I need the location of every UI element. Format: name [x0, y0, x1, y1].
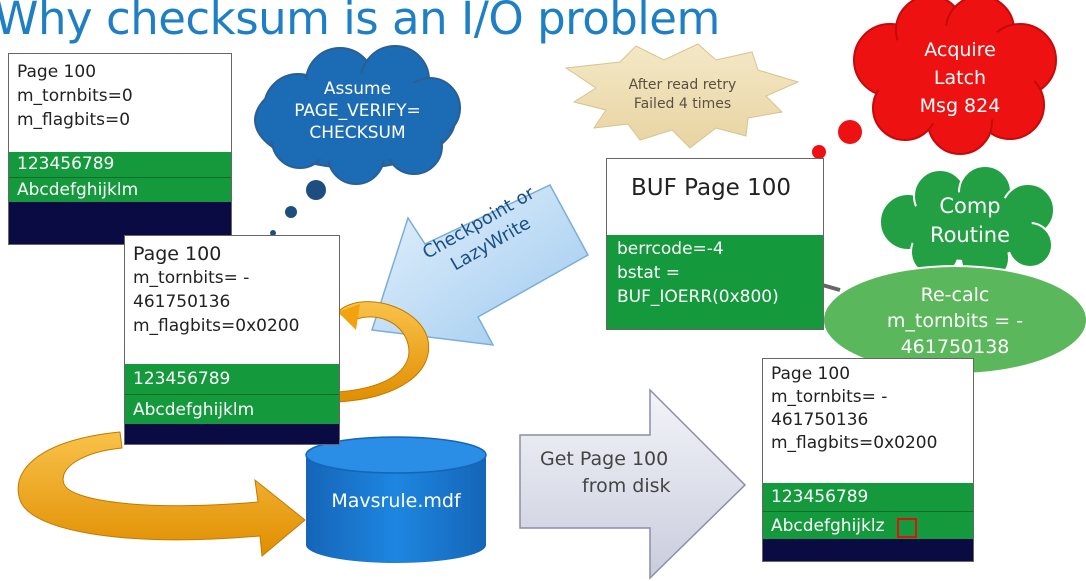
latch-cloud: Acquire Latch Msg 824 — [890, 36, 1030, 120]
buf-page-status: berrcode=-4 bstat = BUF_IOERR(0x800) — [607, 235, 823, 329]
buf-bstat: bstat = — [617, 263, 681, 283]
retry-starburst: After read retry Failed 4 times — [600, 76, 765, 114]
retry-starburst-shape — [564, 43, 800, 149]
database-label: Mavsrule.mdf — [331, 490, 461, 512]
thought-bubble-dot — [270, 230, 276, 236]
page-flagbits: m_flagbits=0x0200 — [771, 433, 938, 453]
recalc-line2: m_tornbits = - — [886, 310, 1024, 332]
thought-bubble-dot — [306, 180, 326, 200]
comp-line2: Routine — [929, 223, 1011, 247]
assume-line3: CHECKSUM — [309, 123, 406, 143]
slide-title: Why checksum is an I/O problem — [0, 0, 720, 45]
buf-page-title: BUF Page 100 — [631, 175, 792, 201]
page-row-numbers: 123456789 — [763, 483, 973, 511]
page-flagbits: m_flagbits=0x0200 — [133, 316, 300, 336]
checkpoint-arrow-shape — [371, 184, 590, 346]
page-box-read: Page 100 m_tornbits= - 461750136 m_flagb… — [762, 358, 974, 562]
recalc-ellipse: Re-calc m_tornbits = - 461750138 — [850, 282, 1060, 360]
retry-line1: After read retry — [628, 77, 737, 93]
corrupted-byte-highlight — [897, 518, 917, 538]
page-row-letters-text: Abcdefghijklz — [771, 516, 885, 536]
gold-curved-arrow-bottom — [17, 431, 306, 557]
page-row-letters: Abcdefghijklz — [763, 511, 973, 539]
page-box-written: Page 100 m_tornbits= - 461750136 m_flagb… — [124, 235, 340, 445]
buf-bstat-value: BUF_IOERR(0x800) — [617, 287, 779, 307]
page-tornbits-value: 461750136 — [771, 410, 869, 430]
page-tornbits: m_tornbits= - — [771, 387, 888, 407]
thought-bubble-dot — [285, 206, 297, 218]
page-heading: Page 100 — [133, 243, 222, 265]
get-page-arrow-shape — [519, 388, 747, 580]
get-page-line2: from disk — [582, 475, 671, 497]
thought-bubble-dot — [838, 120, 862, 144]
latch-line1: Acquire — [924, 39, 996, 61]
page-row-numbers: 123456789 — [125, 364, 339, 394]
page-row-letters: Abcdefghijklm — [125, 394, 339, 424]
page-footer-bar — [763, 539, 973, 561]
page-flagbits: m_flagbits=0 — [17, 110, 131, 130]
latch-line3: Msg 824 — [919, 95, 1001, 117]
page-footer-bar — [125, 424, 339, 444]
gold-arrow-head — [338, 304, 360, 330]
database-cylinder-shape — [305, 436, 487, 563]
thought-bubble-dot — [812, 145, 826, 159]
retry-line2: Failed 4 times — [633, 96, 732, 112]
latch-line2: Latch — [933, 67, 987, 89]
assume-line2: PAGE_VERIFY= — [294, 101, 421, 121]
page-tornbits: m_tornbits=0 — [17, 86, 133, 106]
get-page-arrow-label: Get Page 100 from disk — [522, 446, 692, 500]
get-page-line1: Get Page 100 — [540, 448, 669, 470]
page-heading: Page 100 — [17, 62, 97, 82]
comp-line1: Comp — [939, 194, 1001, 218]
page-row-numbers: 123456789 — [9, 152, 231, 177]
recalc-line3: 461750138 — [900, 336, 1010, 358]
page-tornbits: m_tornbits= - — [133, 268, 250, 288]
assume-cloud: Assume PAGE_VERIFY= CHECKSUM — [270, 78, 445, 144]
page-tornbits-value: 461750136 — [133, 292, 231, 312]
page-row-letters: Abcdefghijklm — [9, 177, 231, 202]
comp-routine-cloud: Comp Routine — [905, 192, 1035, 250]
buf-page-box: BUF Page 100 berrcode=-4 bstat = BUF_IOE… — [606, 158, 824, 330]
assume-line1: Assume — [323, 79, 392, 99]
buf-berrcode: berrcode=-4 — [617, 239, 724, 259]
page-box-original: Page 100 m_tornbits=0 m_flagbits=0 12345… — [8, 53, 232, 245]
recalc-line1: Re-calc — [920, 284, 990, 306]
page-heading: Page 100 — [771, 364, 851, 384]
